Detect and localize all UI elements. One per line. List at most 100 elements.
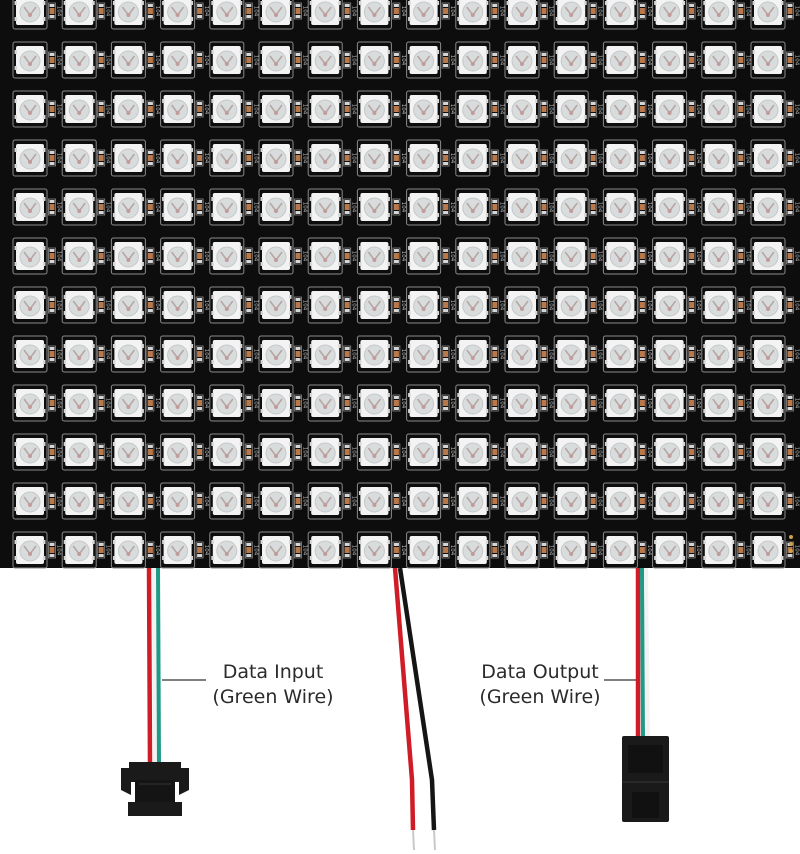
resistor-marking-text: 104	[744, 55, 750, 66]
resistor-marking-text: 104	[400, 398, 406, 409]
data-input-label-line2: (Green Wire)	[212, 686, 334, 708]
resistor-marking-text: 104	[203, 349, 209, 360]
resistor-marking-text: 104	[203, 251, 209, 262]
resistor-marking-text: 104	[252, 447, 258, 458]
resistor-marking-text: 104	[351, 6, 357, 17]
resistor-marking-text: 104	[56, 349, 62, 360]
resistor-marking-text: 104	[646, 202, 652, 213]
power-wire-pair	[392, 567, 437, 851]
resistor-marking-text: 104	[794, 55, 800, 66]
resistor-marking-text: 104	[252, 153, 258, 164]
resistor-marking-text: 104	[695, 55, 701, 66]
resistor-marking-text: 104	[252, 545, 258, 556]
resistor-marking-text: 104	[154, 349, 160, 360]
resistor-marking-text: 104	[56, 251, 62, 262]
resistor-marking-text: 104	[351, 496, 357, 507]
resistor-marking-text: 104	[105, 202, 111, 213]
resistor-marking-text: 104	[548, 104, 554, 115]
resistor-marking-text: 104	[744, 447, 750, 458]
resistor-marking-text: 104	[400, 6, 406, 17]
resistor-marking-text: 104	[794, 545, 800, 556]
resistor-marking-text: 104	[498, 6, 504, 17]
resistor-marking-text: 104	[646, 496, 652, 507]
resistor-marking-text: 104	[400, 447, 406, 458]
resistor-marking-text: 104	[695, 349, 701, 360]
resistor-marking-text: 104	[400, 55, 406, 66]
resistor-marking-text: 104	[154, 545, 160, 556]
resistor-marking-text: 104	[302, 251, 308, 262]
resistor-marking-text: 104	[302, 496, 308, 507]
resistor-marking-text: 104	[203, 398, 209, 409]
resistor-marking-text: 104	[302, 349, 308, 360]
data-input-label-line1: Data Input	[222, 661, 324, 683]
resistor-marking-text: 104	[597, 153, 603, 164]
resistor-marking-text: 104	[794, 104, 800, 115]
resistor-marking-text: 104	[449, 300, 455, 311]
resistor-marking-text: 104	[400, 496, 406, 507]
resistor-marking-text: 104	[302, 104, 308, 115]
resistor-marking-text: 104	[105, 6, 111, 17]
resistor-marking-text: 104	[695, 6, 701, 17]
resistor-marking-text: 104	[203, 55, 209, 66]
resistor-marking-text: 104	[646, 55, 652, 66]
resistor-marking-text: 104	[548, 545, 554, 556]
resistor-marking-text: 104	[56, 202, 62, 213]
resistor-marking-text: 104	[351, 202, 357, 213]
data-output-label: Data Output (Green Wire)	[470, 660, 610, 710]
resistor-marking-text: 104	[744, 496, 750, 507]
resistor-marking-text: 104	[56, 300, 62, 311]
resistor-marking-text: 104	[744, 6, 750, 17]
resistor-marking-text: 104	[154, 300, 160, 311]
resistor-marking-text: 104	[695, 104, 701, 115]
resistor-marking-text: 104	[597, 349, 603, 360]
output-wire-bundle	[635, 567, 650, 741]
resistor-marking-text: 104	[449, 6, 455, 17]
resistor-marking-text: 104	[302, 153, 308, 164]
resistor-marking-text: 104	[794, 398, 800, 409]
resistor-marking-text: 104	[154, 153, 160, 164]
resistor-marking-text: 104	[744, 398, 750, 409]
resistor-marking-text: 104	[252, 349, 258, 360]
resistor-marking-text: 104	[351, 104, 357, 115]
resistor-marking-text: 104	[498, 202, 504, 213]
resistor-marking-text: 104	[646, 545, 652, 556]
resistor-marking-text: 104	[794, 251, 800, 262]
resistor-marking-text: 104	[154, 447, 160, 458]
resistor-marking-text: 104	[203, 153, 209, 164]
resistor-marking-text: 104	[203, 545, 209, 556]
resistor-marking-text: 104	[498, 447, 504, 458]
resistor-marking-text: 104	[449, 545, 455, 556]
resistor-marking-text: 104	[498, 300, 504, 311]
resistor-marking-text: 104	[794, 6, 800, 17]
resistor-marking-text: 104	[695, 545, 701, 556]
resistor-marking-text: 104	[597, 251, 603, 262]
resistor-marking-text: 104	[548, 153, 554, 164]
resistor-marking-text: 104	[351, 398, 357, 409]
resistor-marking-text: 104	[400, 300, 406, 311]
resistor-marking-text: 104	[646, 104, 652, 115]
resistor-marking-text: 104	[154, 251, 160, 262]
resistor-marking-text: 104	[56, 104, 62, 115]
resistor-marking-text: 104	[597, 545, 603, 556]
resistor-marking-text: 104	[794, 202, 800, 213]
resistor-marking-text: 104	[56, 496, 62, 507]
resistor-marking-text: 104	[449, 251, 455, 262]
resistor-marking-text: 104	[203, 447, 209, 458]
resistor-marking-text: 104	[548, 251, 554, 262]
resistor-marking-text: 104	[203, 202, 209, 213]
resistor-marking-text: 104	[744, 104, 750, 115]
resistor-marking-text: 104	[154, 6, 160, 17]
resistor-marking-text: 104	[351, 55, 357, 66]
pcb-solder-pads	[789, 535, 793, 553]
resistor-marking-text: 104	[695, 496, 701, 507]
resistor-marking-text: 104	[56, 55, 62, 66]
resistor-marking-text: 104	[449, 496, 455, 507]
resistor-marking-text: 104	[498, 153, 504, 164]
resistor-marking-text: 104	[400, 104, 406, 115]
resistor-marking-text: 104	[302, 398, 308, 409]
resistor-marking-text: 104	[794, 447, 800, 458]
resistor-marking-text: 104	[498, 496, 504, 507]
resistor-marking-text: 104	[154, 104, 160, 115]
input-wire-bundle	[146, 567, 161, 766]
resistor-marking-text: 104	[597, 55, 603, 66]
